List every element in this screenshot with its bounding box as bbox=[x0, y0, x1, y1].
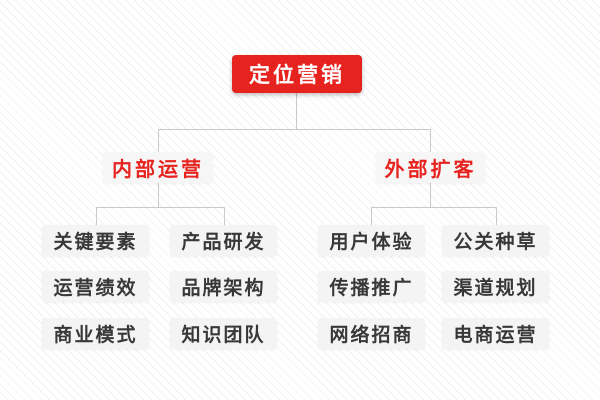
connector-right-rail bbox=[371, 207, 497, 208]
leaf-node-online-recruitment: 网络招商 bbox=[318, 318, 425, 349]
connector-left-stem bbox=[158, 183, 159, 207]
connector-right-stem bbox=[430, 183, 431, 207]
connector-right-branch-drop bbox=[430, 129, 431, 152]
leaf-node-ecommerce-operation: 电商运营 bbox=[442, 318, 549, 349]
leaf-node-business-model: 商业模式 bbox=[42, 318, 149, 349]
leaf-node-pr-seeding: 公关种草 bbox=[442, 225, 549, 256]
connector-left-tick-1 bbox=[96, 207, 97, 225]
root-node: 定位营销 bbox=[232, 55, 362, 93]
leaf-node-brand-architecture: 品牌架构 bbox=[170, 271, 277, 302]
connector-left-branch-drop bbox=[158, 129, 159, 152]
connector-root-stem bbox=[296, 93, 297, 129]
leaf-node-user-experience: 用户体验 bbox=[318, 225, 425, 256]
leaf-node-product-rd: 产品研发 bbox=[170, 225, 277, 256]
leaf-node-channel-planning: 渠道规划 bbox=[442, 271, 549, 302]
leaf-node-key-elements: 关键要素 bbox=[42, 225, 149, 256]
connector-top-rail bbox=[158, 129, 431, 130]
connector-left-rail bbox=[96, 207, 225, 208]
branch-node-internal-operations: 内部运营 bbox=[103, 152, 213, 183]
connector-right-tick-2 bbox=[496, 207, 497, 225]
leaf-node-promotion: 传播推广 bbox=[318, 271, 425, 302]
connector-left-tick-2 bbox=[224, 207, 225, 225]
leaf-node-operation-kpi: 运营绩效 bbox=[42, 271, 149, 302]
leaf-node-knowledge-team: 知识团队 bbox=[170, 318, 277, 349]
branch-node-external-expansion: 外部扩客 bbox=[376, 152, 485, 183]
connector-right-tick-1 bbox=[371, 207, 372, 225]
